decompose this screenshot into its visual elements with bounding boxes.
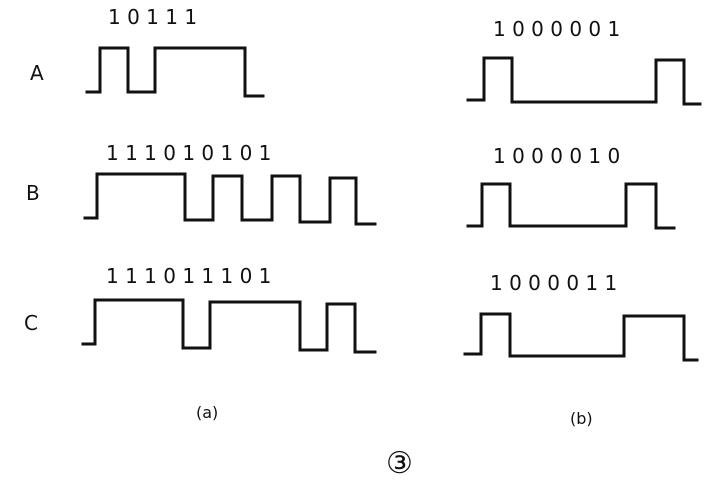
waveform-b1	[466, 56, 702, 106]
bits-b: 1 1 1 0 1 0 1 0 1	[106, 141, 271, 165]
row-label-b: B	[26, 181, 40, 205]
panel-a: A 1 0 1 1 1 B 1 1 1 0 1 0 1 0 1 C 1 1 1 …	[24, 5, 377, 422]
row-label-a: A	[30, 61, 44, 85]
panel-b: 1 0 0 0 0 0 1 1 0 0 0 0 1 0 1 0 0 0 0 1 …	[463, 17, 702, 428]
bits-a: 1 0 1 1 1	[108, 5, 197, 29]
waveform-b3	[463, 312, 699, 362]
bits-b1: 1 0 0 0 0 0 1	[493, 17, 620, 41]
row-label-c: C	[24, 311, 38, 335]
waveform-a	[85, 46, 265, 98]
figure-number: ③	[386, 446, 413, 481]
bits-b2: 1 0 0 0 0 1 0	[493, 144, 620, 168]
bits-b3: 1 0 0 0 0 1 1	[490, 271, 617, 295]
waveform-c	[81, 298, 377, 354]
bits-c: 1 1 1 0 1 1 1 0 1	[106, 264, 271, 288]
waveform-b	[83, 172, 377, 226]
caption-a: (a)	[196, 403, 218, 422]
caption-b: (b)	[570, 409, 593, 428]
waveform-b2	[466, 182, 676, 230]
